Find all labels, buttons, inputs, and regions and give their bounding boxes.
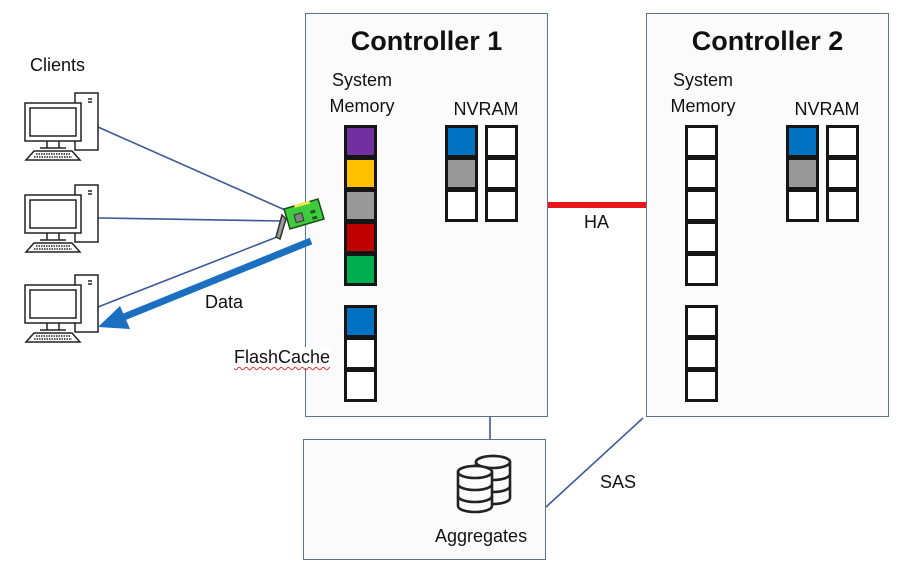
nvram-cell	[786, 189, 819, 222]
nvram-cell	[786, 125, 819, 158]
label-line: Memory	[670, 96, 736, 116]
flashcache-cell	[344, 337, 377, 370]
label-line: Memory	[329, 96, 395, 116]
controller-1-system-memory-label: System Memory	[316, 67, 408, 119]
system-memory-cell	[685, 253, 718, 286]
label-line: System	[672, 70, 733, 90]
nvram-cell	[485, 125, 518, 158]
client-computer-1	[20, 88, 102, 163]
sas-link-line	[545, 417, 644, 508]
client-1-link	[97, 126, 286, 211]
aggregates-label: Aggregates	[435, 526, 528, 546]
system-memory-cell	[344, 253, 377, 286]
data-label: Data	[205, 292, 244, 312]
ha-link-bar	[548, 202, 646, 208]
desktop-computer-icon	[24, 274, 99, 343]
nvram-cell	[786, 157, 819, 190]
nvram-cell	[485, 157, 518, 190]
nvram-cell	[445, 125, 478, 158]
label-line: System	[331, 70, 392, 90]
system-memory-cell	[685, 221, 718, 254]
nvram-cell	[485, 189, 518, 222]
desktop-computer-icon	[24, 92, 99, 161]
system-memory-cell	[685, 125, 718, 158]
client-2-link	[97, 217, 284, 222]
system-memory-cell	[685, 189, 718, 222]
aggregates-box: Aggregates	[303, 439, 546, 560]
flashcache-cell	[344, 305, 377, 338]
clients-label: Clients	[30, 55, 86, 75]
desktop-computer-icon	[24, 184, 99, 253]
controller-2-system-memory-label: System Memory	[657, 67, 749, 119]
controller-2-title: Controller 2	[691, 26, 844, 56]
flashcache-cell	[685, 337, 718, 370]
controller-1-box: Controller 1 System Memory NVRAM	[305, 13, 548, 417]
nvram-cell	[826, 157, 859, 190]
network-card-icon	[275, 198, 325, 241]
sas-label: SAS	[600, 472, 637, 492]
database-icon	[456, 454, 512, 514]
controller-1-title: Controller 1	[350, 26, 503, 56]
nvram-cell	[445, 157, 478, 190]
client-3-link	[97, 234, 283, 308]
controller-2-nvram-label: NVRAM	[794, 99, 860, 119]
flashcache-label: FlashCache	[232, 347, 333, 368]
flashcache-cell	[685, 305, 718, 338]
system-memory-cell	[344, 125, 377, 158]
flashcache-cell	[685, 369, 718, 402]
nvram-cell	[826, 189, 859, 222]
controller-1-nvram-label: NVRAM	[453, 99, 519, 119]
nvram-cell	[445, 189, 478, 222]
system-memory-cell	[685, 157, 718, 190]
controller-2-box: Controller 2 System Memory NVRAM	[646, 13, 889, 417]
system-memory-cell	[344, 189, 377, 222]
client-computer-3	[20, 270, 102, 345]
system-memory-cell	[344, 221, 377, 254]
flashcache-cell	[344, 369, 377, 402]
system-memory-cell	[344, 157, 377, 190]
nvram-cell	[826, 125, 859, 158]
ha-label: HA	[584, 212, 610, 232]
client-computer-2	[20, 180, 102, 255]
